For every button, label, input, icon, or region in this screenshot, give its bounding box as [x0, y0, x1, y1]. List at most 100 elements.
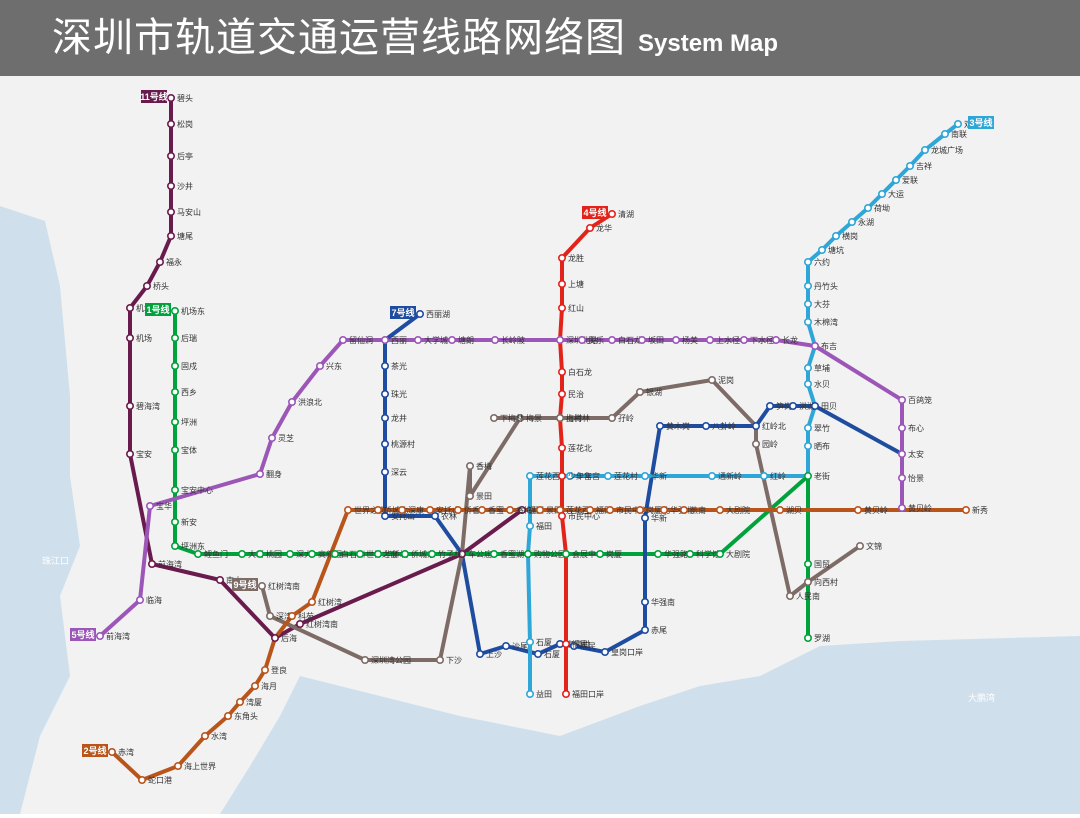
station-marker[interactable] [961, 505, 970, 514]
station-marker[interactable] [803, 318, 812, 327]
station-marker[interactable] [607, 210, 616, 219]
station-marker[interactable] [635, 505, 644, 514]
station-marker[interactable] [557, 443, 566, 452]
station-marker[interactable] [517, 505, 526, 514]
station-marker[interactable] [803, 577, 812, 586]
station-marker[interactable] [380, 335, 389, 344]
station-marker[interactable] [707, 375, 716, 384]
station-marker[interactable] [897, 395, 906, 404]
station-marker[interactable] [285, 549, 294, 558]
station-marker[interactable] [569, 641, 578, 650]
station-marker[interactable] [126, 333, 135, 342]
station-marker[interactable] [557, 304, 566, 313]
station-marker[interactable] [600, 647, 609, 656]
line-badge-line4[interactable]: 4号线 [582, 206, 608, 219]
station-marker[interactable] [380, 439, 389, 448]
metro-line-line1[interactable] [173, 309, 810, 640]
station-marker[interactable] [557, 254, 566, 263]
station-marker[interactable] [595, 549, 604, 558]
station-marker[interactable] [380, 389, 389, 398]
station-marker[interactable] [307, 597, 316, 606]
station-marker[interactable] [555, 335, 564, 344]
station-marker[interactable] [515, 413, 524, 422]
station-marker[interactable] [167, 152, 176, 161]
station-marker[interactable] [863, 204, 872, 213]
station-marker[interactable] [557, 471, 566, 480]
station-marker[interactable] [640, 597, 649, 606]
line-badge-line9[interactable]: 9号线 [232, 578, 258, 591]
station-marker[interactable] [167, 182, 176, 191]
station-marker[interactable] [891, 176, 900, 185]
station-marker[interactable] [803, 471, 812, 480]
station-marker[interactable] [525, 521, 534, 530]
station-marker[interactable] [803, 633, 812, 642]
station-marker[interactable] [126, 304, 135, 313]
station-marker[interactable] [561, 549, 570, 558]
station-marker[interactable] [739, 335, 748, 344]
station-marker[interactable] [338, 335, 347, 344]
station-marker[interactable] [457, 549, 466, 558]
station-marker[interactable] [535, 505, 544, 514]
station-marker[interactable] [640, 625, 649, 634]
station-marker[interactable] [146, 501, 155, 510]
station-marker[interactable] [897, 423, 906, 432]
station-marker[interactable] [425, 505, 434, 514]
station-marker[interactable] [380, 511, 389, 520]
station-marker[interactable] [679, 505, 688, 514]
metro-line-line5[interactable] [98, 338, 904, 638]
station-marker[interactable] [523, 549, 532, 558]
station-marker[interactable] [315, 361, 324, 370]
metro-map-canvas[interactable]: 珠江口 大鹏湾 碧头松岗后亭沙井马安山塘尾福永桥头机场北机场碧海湾宝安前海湾南山… [0, 76, 1080, 814]
station-marker[interactable] [701, 421, 710, 430]
station-marker[interactable] [605, 505, 614, 514]
station-marker[interactable] [171, 361, 180, 370]
station-marker[interactable] [897, 473, 906, 482]
station-marker[interactable] [555, 413, 564, 422]
station-marker[interactable] [489, 413, 498, 422]
station-marker[interactable] [435, 655, 444, 664]
station-marker[interactable] [685, 549, 694, 558]
station-marker[interactable] [257, 581, 266, 590]
station-marker[interactable] [715, 549, 724, 558]
station-marker[interactable] [489, 549, 498, 558]
station-marker[interactable] [148, 559, 157, 568]
station-marker[interactable] [255, 549, 264, 558]
station-marker[interactable] [430, 511, 439, 520]
station-marker[interactable] [216, 575, 225, 584]
station-marker[interactable] [557, 367, 566, 376]
station-marker[interactable] [380, 361, 389, 370]
station-marker[interactable] [831, 232, 840, 241]
station-marker[interactable] [171, 387, 180, 396]
metro-map[interactable]: 珠江口 大鹏湾 碧头松岗后亭沙井马安山塘尾福永桥头机场北机场碧海湾宝安前海湾南山… [0, 76, 1080, 814]
metro-line-line9[interactable] [260, 378, 862, 662]
line-badge-line11[interactable]: 11号线 [140, 90, 168, 103]
station-marker[interactable] [477, 505, 486, 514]
station-marker[interactable] [803, 441, 812, 450]
line-badge-line2[interactable]: 2号线 [82, 744, 108, 757]
station-marker[interactable] [194, 549, 203, 558]
station-marker[interactable] [373, 505, 382, 514]
station-marker[interactable] [397, 505, 406, 514]
station-marker[interactable] [174, 761, 183, 770]
station-marker[interactable] [167, 232, 176, 241]
station-marker[interactable] [126, 401, 135, 410]
station-marker[interactable] [561, 639, 570, 648]
station-marker[interactable] [940, 129, 949, 138]
station-marker[interactable] [585, 505, 594, 514]
station-marker[interactable] [640, 513, 649, 522]
station-marker[interactable] [143, 282, 152, 291]
station-marker[interactable] [803, 363, 812, 372]
station-marker[interactable] [810, 401, 819, 410]
line-badge-line1[interactable]: 1号线 [145, 303, 171, 316]
station-marker[interactable] [671, 335, 680, 344]
station-marker[interactable] [167, 119, 176, 128]
station-marker[interactable] [251, 681, 260, 690]
line-badge-line3[interactable]: 3号线 [968, 116, 994, 129]
station-marker[interactable] [307, 549, 316, 558]
station-marker[interactable] [201, 731, 210, 740]
station-marker[interactable] [897, 449, 906, 458]
station-marker[interactable] [355, 549, 364, 558]
station-marker[interactable] [920, 146, 929, 155]
station-marker[interactable] [265, 611, 274, 620]
station-marker[interactable] [238, 549, 247, 558]
